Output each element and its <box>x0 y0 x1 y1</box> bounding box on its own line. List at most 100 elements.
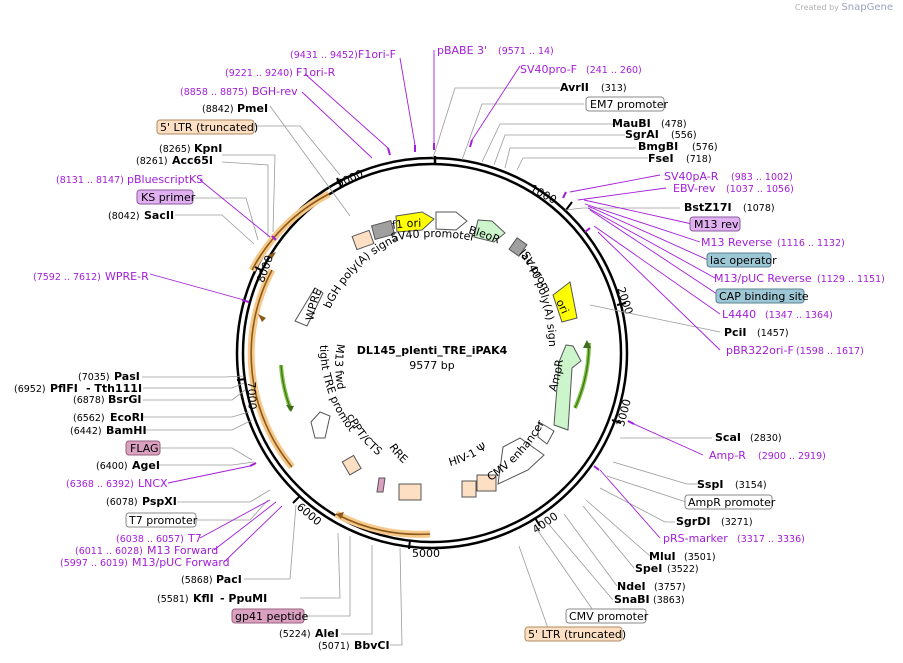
badge-ks-primer <box>136 189 194 205</box>
label-pflfi: PflFI <box>50 382 78 395</box>
label-m13-forward: M13 Forward <box>147 544 218 557</box>
label-pspxi-pos: (6078) <box>106 497 138 508</box>
label-sspi: SspI <box>697 478 723 491</box>
label-pflfi-pos: (6952) <box>14 384 46 395</box>
label-acc65i-pos: (8261) <box>136 156 168 167</box>
plasmid-name: DL145_plenti_TRE_iPAK4 <box>357 344 508 357</box>
feature-sv40-promoter <box>435 211 468 231</box>
label-alei: AleI <box>315 627 339 640</box>
label-bamhi: BamHI <box>106 424 147 437</box>
leader-lines <box>142 87 721 646</box>
label-wpre-r: WPRE-R <box>105 270 149 283</box>
label-bgh-rev-pos: (8858 .. 8875) <box>180 87 248 98</box>
label-m13puc-reverse-pos: (1129 .. 1151) <box>817 274 885 285</box>
badge-em7 <box>585 96 665 112</box>
label-maubi: MauBI <box>612 117 651 130</box>
label-pcii-pos: (1457) <box>757 328 789 339</box>
label-wpre-r-pos: (7592 .. 7612) <box>33 272 101 283</box>
label-gp41: gp41 peptide <box>235 610 309 623</box>
tick-1000: 1000 <box>528 182 559 207</box>
label-bgh-rev: BGH-rev <box>252 85 298 98</box>
label-bbvci: BbvCI <box>354 639 390 652</box>
label-pbluescriptks: pBluescriptKS <box>127 173 203 186</box>
label-snabi-pos: (3863) <box>653 595 685 606</box>
label-sgrdi: SgrDI <box>676 515 710 528</box>
label-m13puc-forward: M13/pUC Forward <box>132 556 230 569</box>
label-acc65i: Acc65I <box>172 154 213 167</box>
label-pbabe3-pos: (9571 .. 14) <box>498 46 554 57</box>
feature-gp41 <box>376 477 386 493</box>
label-bamhi-pos: (6442) <box>70 426 102 437</box>
label-sgrdi-pos: (3271) <box>721 517 753 528</box>
label-pbr322ori-f-pos: (1598 .. 1617) <box>796 346 864 357</box>
svg-text:f1 ori: f1 ori <box>391 217 421 232</box>
feature-ltr-box <box>476 474 497 492</box>
label-ndei-pos: (3757) <box>654 582 686 593</box>
label-avrii-pos: (313) <box>601 83 627 94</box>
label-ndei: NdeI <box>617 580 646 593</box>
badge-t7-promoter <box>125 512 197 528</box>
label-sv40pa-r: SV40pA-R <box>664 170 719 183</box>
label-amp-r: Amp-R <box>709 449 746 462</box>
label-sspi-pos: (3154) <box>735 480 767 491</box>
label-m13-reverse-pos: (1116 .. 1132) <box>777 238 845 249</box>
feature-f1ori <box>395 211 435 233</box>
feature-bleor <box>473 219 506 243</box>
label-m13-fwd: M13 fwd <box>332 343 348 390</box>
badge-flag <box>125 440 161 456</box>
label-agei-pos: (6400) <box>96 461 128 472</box>
label-m13puc-forward-pos: (5997 .. 6019) <box>60 558 128 569</box>
label-ori: ori <box>553 297 571 316</box>
label-ks-primer: KS primer <box>141 191 196 204</box>
label-ampr-promoter: AmpR promoter <box>688 496 776 509</box>
badge-cmv-promoter <box>565 608 647 624</box>
label-f1ori-f: F1ori-F <box>358 48 396 61</box>
label-l4440-pos: (1347 .. 1364) <box>765 310 833 321</box>
primer-ticks <box>241 139 635 471</box>
label-amp-r-pos: (2900 .. 2919) <box>758 451 826 462</box>
label-sacii: SacII <box>144 209 174 222</box>
label-pbabe3: pBABE 3' <box>437 44 487 57</box>
tick-9000: 9000 <box>334 167 365 190</box>
badge-m13-rev <box>689 216 741 232</box>
primer-lines <box>149 50 721 563</box>
label-sgrai-pos: (556) <box>671 130 697 141</box>
label-scai-pos: (2830) <box>750 433 782 444</box>
feature-lac-gray <box>508 237 528 257</box>
feature-cmv-enhancer <box>497 437 545 485</box>
label-ebv-rev: EBV-rev <box>673 182 716 195</box>
label-rre: RRE <box>386 441 410 466</box>
label-pasi-pos: (7035) <box>78 372 110 383</box>
feature-ampr <box>553 344 582 431</box>
label-sacii-pos: (8042) <box>108 211 140 222</box>
label-mlui-pos: (3501) <box>684 552 716 563</box>
feature-hiv-psi <box>461 480 477 498</box>
label-maubi-pos: (478) <box>661 119 687 130</box>
label-pmei-pos: (8842) <box>202 104 234 115</box>
arc-green-left <box>279 364 293 411</box>
label-f1ori-r-pos: (9221 .. 9240) <box>225 68 293 79</box>
label-cap-binding: CAP binding site <box>719 290 809 303</box>
feature-pmei-box <box>351 229 375 251</box>
label-spei-pos: (3522) <box>667 564 699 575</box>
label-prs-marker-pos: (3317 .. 3336) <box>737 534 805 545</box>
label-lac-operator: lac operator <box>710 254 777 267</box>
label-fsei: FseI <box>648 152 674 165</box>
label-5ltr-top: 5' LTR (truncated) <box>160 121 258 134</box>
label-f1ori-f-pos: (9431 .. 9452) <box>290 50 358 61</box>
label-snabi: SnaBI <box>614 593 650 606</box>
label-bsrgi: BsrGI <box>108 393 141 406</box>
badge-5ltr-top <box>156 119 255 135</box>
label-avrii: AvrII <box>560 81 589 94</box>
feature-rre <box>398 483 422 501</box>
label-t7-pos: (6038 .. 6057) <box>116 534 184 545</box>
label-pcii: PciI <box>724 326 746 339</box>
label-ebv-rev-pos: (1037 .. 1056) <box>726 184 794 195</box>
label-sgrai: SgrAI <box>625 128 659 141</box>
label-fsei-pos: (718) <box>686 154 712 165</box>
svg-text:ori: ori <box>553 297 571 316</box>
label-pmei: PmeI <box>237 102 268 115</box>
label-sv40pro-f: SV40pro-F <box>520 63 577 76</box>
label-alei-pos: (5224) <box>279 629 311 640</box>
label-bmgbi: BmgBI <box>638 140 678 153</box>
